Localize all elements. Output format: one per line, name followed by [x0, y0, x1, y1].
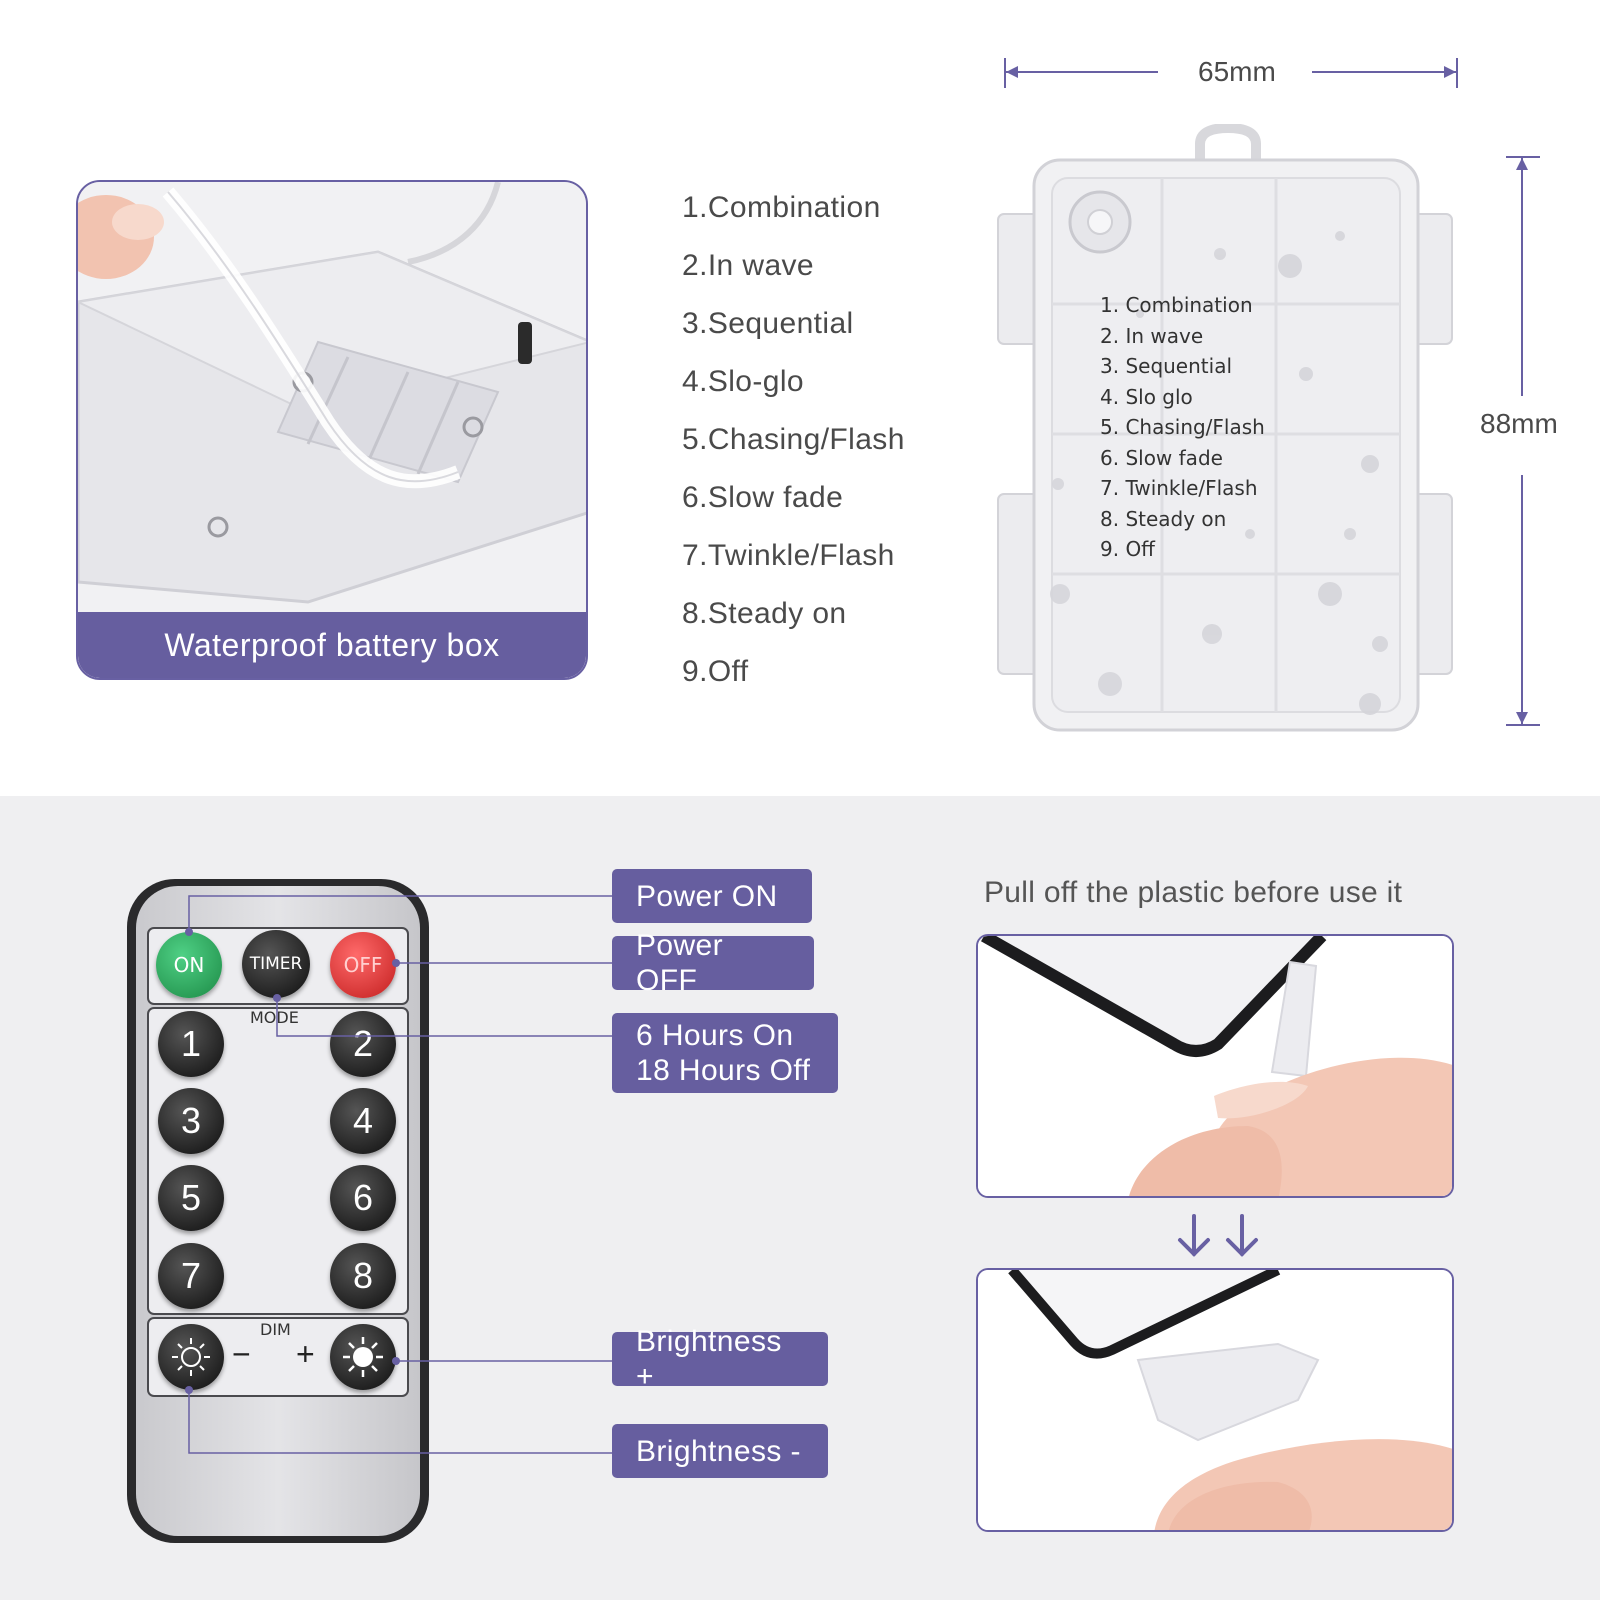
label-brightness-minus: Brightness - [612, 1424, 828, 1478]
remote-mode-6-button[interactable]: 6 [330, 1165, 396, 1231]
box-mode-item: 7. Twinkle/Flash [1100, 476, 1258, 500]
sun-filled-icon [343, 1337, 383, 1377]
battery-box-photo-card: Waterproof battery box [76, 180, 588, 680]
remote-mode-label: MODE [250, 1008, 299, 1027]
battery-box-caption: Waterproof battery box [78, 612, 586, 678]
pull-off-step-2-card [976, 1268, 1454, 1532]
remote-timer-label: TIMER [249, 954, 303, 974]
remote-key-label: 7 [180, 1255, 202, 1296]
battery-box-open-illustration [78, 182, 586, 678]
box-mode-item: 6. Slow fade [1100, 445, 1223, 470]
remote-mode-8-button[interactable]: 8 [330, 1243, 396, 1309]
remote-key-label: 2 [352, 1023, 374, 1064]
label-brightness-plus: Brightness + [612, 1325, 828, 1393]
remote-mode-3-button[interactable]: 3 [158, 1088, 224, 1154]
pull-tab-step-1-illustration [978, 936, 1452, 1196]
label-timer-line1: 6 Hours On [636, 1019, 794, 1052]
box-mode-item: 9. Off [1100, 537, 1155, 561]
mode-item: 9.Off [682, 655, 749, 688]
battery-box-closed-illustration [997, 124, 1453, 732]
remote-off-label: OFF [343, 953, 383, 977]
label-power-off-text: Power OFF [636, 929, 724, 997]
remote-key-label: 1 [180, 1023, 202, 1064]
remote-timer-button[interactable]: TIMER [242, 930, 310, 998]
label-brightness-plus-text: Brightness + [636, 1325, 782, 1393]
remote-on-label: ON [173, 953, 205, 977]
height-dimension-arrow [1506, 156, 1540, 726]
remote-plus-sign: + [296, 1336, 315, 1372]
sun-outline-icon [172, 1338, 210, 1376]
box-mode-item: 4. Slo glo [1100, 384, 1193, 409]
mode-item: 3.Sequential [682, 307, 854, 340]
mode-item: 7.Twinkle/Flash [682, 539, 895, 572]
remote-mode-5-button[interactable]: 5 [158, 1165, 224, 1231]
remote-mode-7-button[interactable]: 7 [158, 1243, 224, 1309]
remote-dim-label: DIM [260, 1320, 291, 1339]
remote-mode-1-button[interactable]: 1 [158, 1011, 224, 1077]
mode-item: 8.Steady on [682, 597, 847, 630]
label-timer: 6 Hours On 18 Hours Off [612, 1013, 838, 1093]
pull-off-step-1-card [976, 934, 1454, 1198]
remote-dim-plus-button[interactable] [330, 1324, 396, 1390]
box-mode-item: 3. Sequential [1100, 354, 1233, 378]
mode-item: 6.Slow fade [682, 481, 844, 514]
box-mode-item: 2. In wave [1100, 323, 1204, 348]
height-dimension-label: 88mm [1480, 408, 1558, 439]
pull-off-title: Pull off the plastic before use it [984, 876, 1403, 909]
remote-off-button[interactable]: OFF [330, 932, 396, 998]
remote-on-button[interactable]: ON [156, 932, 222, 998]
box-mode-list: 1. Combination 2. In wave 3. Sequential … [1100, 290, 1265, 565]
remote-key-label: 3 [180, 1100, 202, 1141]
remote-dim-minus-button[interactable] [158, 1324, 224, 1390]
mode-item: 2.In wave [682, 249, 815, 282]
label-brightness-minus-text: Brightness - [636, 1434, 801, 1468]
width-dimension-label: 65mm [1198, 56, 1276, 87]
width-dimension-arrow [1004, 58, 1458, 88]
label-power-off: Power OFF [612, 929, 814, 997]
remote-key-label: 5 [180, 1177, 202, 1218]
mode-list: 1.Combination 2.In wave 3.Sequential 4.S… [682, 186, 905, 708]
mode-item: 4.Slo-glo [682, 365, 805, 398]
label-timer-line2: 18 Hours Off [636, 1054, 811, 1087]
box-mode-item: 1. Combination [1100, 293, 1253, 317]
remote-minus-sign: − [232, 1336, 251, 1372]
remote-key-label: 4 [352, 1100, 374, 1141]
double-down-arrow-icon [1178, 1214, 1258, 1257]
box-mode-item: 5. Chasing/Flash [1100, 415, 1265, 439]
mode-item: 1.Combination [682, 191, 881, 224]
remote-mode-2-button[interactable]: 2 [330, 1011, 396, 1077]
remote-key-label: 6 [352, 1177, 374, 1218]
remote-mode-4-button[interactable]: 4 [330, 1088, 396, 1154]
pull-tab-step-2-illustration [978, 1270, 1452, 1530]
remote-key-label: 8 [352, 1255, 374, 1296]
mode-item: 5.Chasing/Flash [682, 423, 905, 456]
label-power-on-text: Power ON [636, 879, 778, 913]
label-power-on: Power ON [612, 869, 812, 923]
box-mode-item: 8. Steady on [1100, 506, 1227, 531]
